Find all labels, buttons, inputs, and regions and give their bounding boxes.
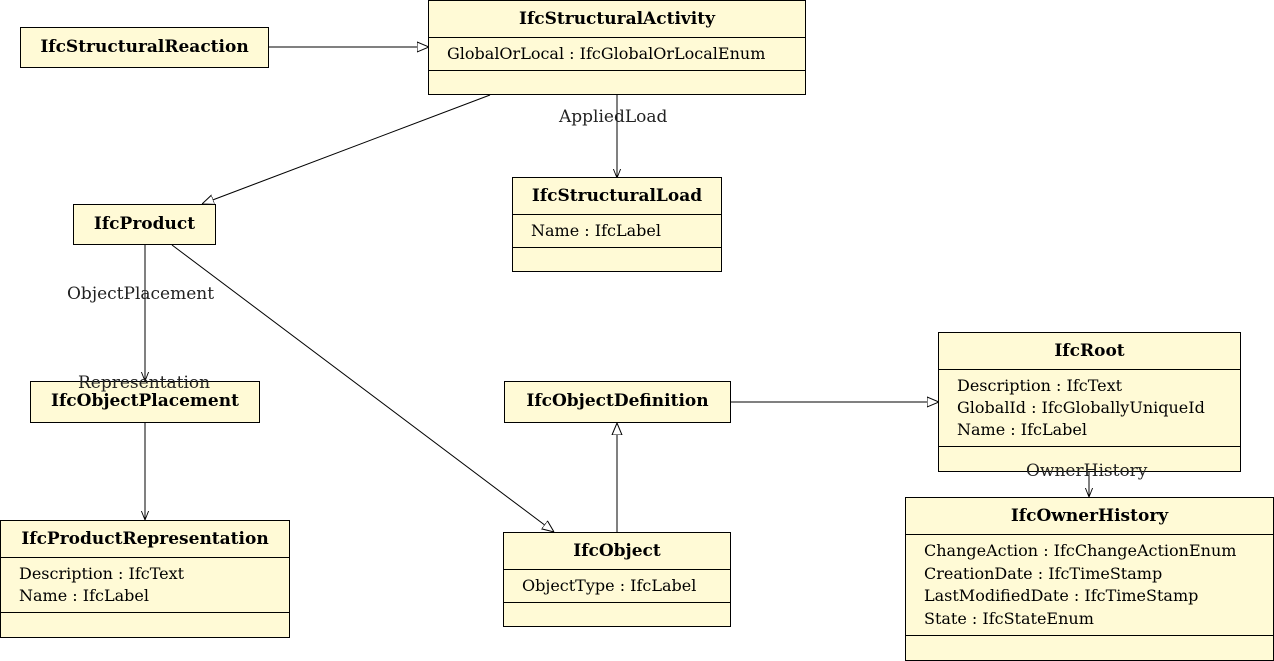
attribute-list: GlobalOrLocal : IfcGlobalOrLocalEnum bbox=[429, 37, 805, 70]
class-ifcstructuralactivity[interactable]: IfcStructuralActivity GlobalOrLocal : If… bbox=[428, 0, 806, 95]
class-name: IfcStructuralReaction bbox=[40, 37, 249, 57]
operation-compartment bbox=[429, 70, 805, 89]
operation-compartment bbox=[1, 612, 289, 631]
class-name: IfcObject bbox=[573, 541, 661, 561]
class-ifcroot[interactable]: IfcRoot Description : IfcText GlobalId :… bbox=[938, 332, 1241, 472]
label-applied-load: AppliedLoad bbox=[559, 107, 668, 127]
class-name: IfcRoot bbox=[1054, 341, 1125, 361]
attribute: GlobalOrLocal : IfcGlobalOrLocalEnum bbox=[447, 44, 766, 63]
class-name: IfcProductRepresentation bbox=[21, 529, 269, 549]
class-name: IfcProduct bbox=[93, 214, 196, 234]
operation-compartment bbox=[513, 247, 721, 266]
generalization-activity-to-product bbox=[202, 94, 491, 204]
operation-compartment bbox=[939, 446, 1240, 465]
attribute: Name : IfcLabel bbox=[19, 586, 149, 605]
class-ifcstructuralreaction[interactable]: IfcStructuralReaction bbox=[20, 27, 269, 68]
class-ifcownerhistory[interactable]: IfcOwnerHistory ChangeAction : IfcChange… bbox=[905, 497, 1274, 661]
class-ifcobjectdefinition[interactable]: IfcObjectDefinition bbox=[504, 381, 731, 423]
attribute-list: ChangeAction : IfcChangeActionEnum Creat… bbox=[906, 534, 1273, 635]
operation-compartment bbox=[504, 602, 730, 621]
attribute: CreationDate : IfcTimeStamp bbox=[924, 563, 1163, 583]
attribute-list: ObjectType : IfcLabel bbox=[504, 569, 730, 602]
attribute: State : IfcStateEnum bbox=[924, 608, 1094, 628]
class-name: IfcStructuralActivity bbox=[519, 9, 715, 29]
class-name: IfcObjectDefinition bbox=[526, 391, 709, 411]
label-object-placement: ObjectPlacement bbox=[67, 284, 215, 304]
attribute: Name : IfcLabel bbox=[957, 420, 1087, 439]
attribute-list: Description : IfcText GlobalId : IfcGlob… bbox=[939, 369, 1240, 446]
attribute: Description : IfcText bbox=[19, 564, 185, 583]
label-owner-history: OwnerHistory bbox=[1026, 461, 1148, 481]
attribute: Name : IfcLabel bbox=[531, 221, 661, 240]
generalization-product-to-object bbox=[171, 244, 554, 532]
attribute-list: Description : IfcText Name : IfcLabel bbox=[1, 557, 289, 612]
attribute: ObjectType : IfcLabel bbox=[522, 576, 697, 595]
attribute-list: Name : IfcLabel bbox=[513, 214, 721, 247]
class-ifcproduct[interactable]: IfcProduct bbox=[73, 204, 216, 245]
class-ifcproductrepresentation[interactable]: IfcProductRepresentation Description : I… bbox=[0, 520, 290, 638]
class-name: IfcOwnerHistory bbox=[1010, 506, 1169, 526]
class-ifcstructuralload[interactable]: IfcStructuralLoad Name : IfcLabel bbox=[512, 177, 722, 272]
class-ifcobject[interactable]: IfcObject ObjectType : IfcLabel bbox=[503, 532, 731, 627]
attribute: Description : IfcText bbox=[957, 376, 1123, 395]
attribute: LastModifiedDate : IfcTimeStamp bbox=[924, 586, 1199, 605]
attribute: ChangeAction : IfcChangeActionEnum bbox=[924, 541, 1237, 560]
class-name: IfcStructuralLoad bbox=[531, 186, 703, 206]
class-name: IfcObjectPlacement bbox=[51, 391, 239, 411]
label-representation: Representation bbox=[78, 373, 211, 393]
class-ifcobjectplacement[interactable]: IfcObjectPlacement bbox=[30, 381, 260, 423]
operation-compartment bbox=[906, 635, 1273, 654]
attribute: GlobalId : IfcGloballyUniqueId bbox=[957, 398, 1205, 417]
